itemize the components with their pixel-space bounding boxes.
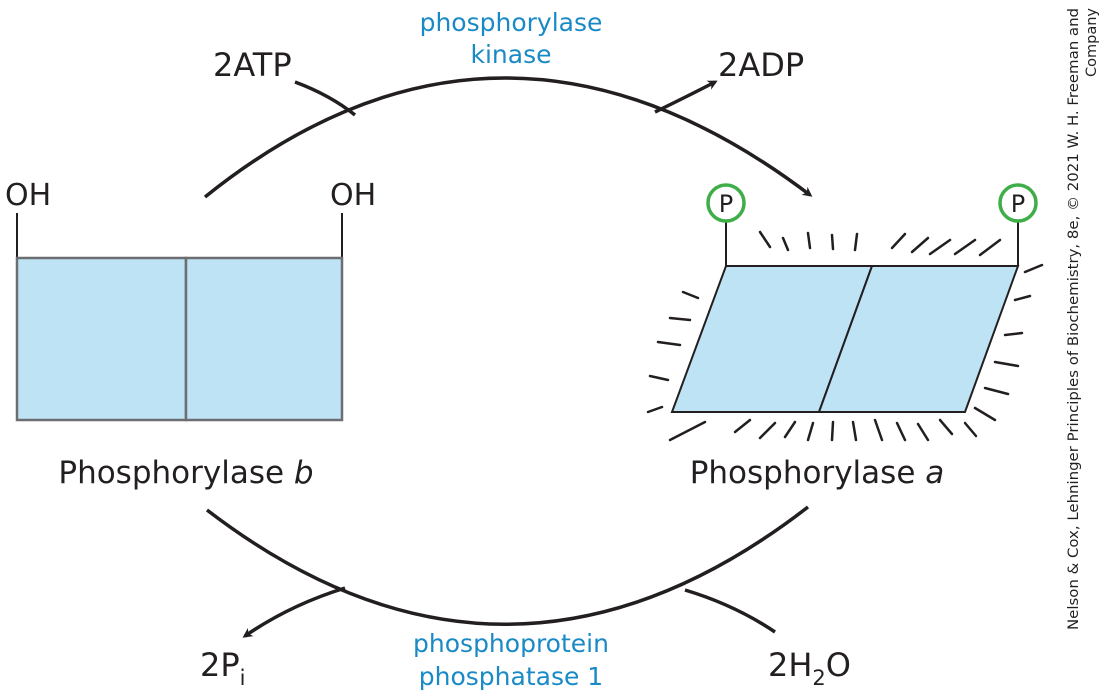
water-pre: 2H [768, 646, 812, 684]
phosphate-left-label: P [719, 190, 733, 218]
phosphatase-label-line2: phosphatase 1 [419, 662, 603, 691]
phosphatase-label-line1: phosphoprotein [413, 629, 609, 658]
subunit-b-left [15, 256, 188, 422]
bottom-reaction-arc [205, 505, 810, 626]
phosphate-circle-right [998, 183, 1038, 223]
phosphorylase-a-structure [646, 183, 1044, 442]
phosphate-right-label: P [1011, 190, 1025, 218]
atp-label: 2ATP [213, 46, 292, 84]
credit-line1: Nelson & Cox, Lehninger Principles of Bi… [1066, 8, 1082, 630]
kinase-label-line2: kinase [471, 40, 552, 69]
phosphorylase-b-structure [15, 213, 344, 422]
phosphorylase-a-form: a [925, 455, 944, 491]
phosphorylase-b-form: b [294, 455, 314, 491]
kinase-label-line1: phosphorylase [420, 8, 603, 37]
oh-right-label: OH [330, 178, 376, 213]
oh-left-label: OH [5, 178, 51, 213]
phosphorylase-a-label: Phosphorylase a [690, 455, 945, 491]
pi-output-arrow [242, 586, 346, 638]
adp-output-arrow [654, 80, 718, 114]
water-subscript: 2 [812, 666, 825, 690]
phosphate-circle-left [706, 183, 746, 223]
activity-rays [646, 230, 1044, 442]
adp-label: 2ADP [718, 46, 804, 84]
credit-line2: Company [1084, 8, 1100, 77]
atp-input-arrow [294, 80, 357, 117]
phosphorylase-a-name: Phosphorylase [690, 455, 916, 491]
pi-subscript: i [240, 666, 246, 690]
pi-main: 2P [200, 646, 240, 684]
top-reaction-arc [203, 76, 813, 199]
credit-text: Nelson & Cox, Lehninger Principles of Bi… [1066, 8, 1100, 630]
phosphorylase-b-label: Phosphorylase b [58, 455, 313, 491]
water-label: 2H2O [768, 646, 851, 690]
pi-label: 2Pi [200, 646, 246, 690]
phosphorylase-b-name: Phosphorylase [58, 455, 284, 491]
water-input-arrow [684, 588, 776, 634]
water-post: O [826, 646, 851, 684]
subunit-a-right [817, 265, 1020, 413]
subunit-b-right [184, 256, 344, 422]
